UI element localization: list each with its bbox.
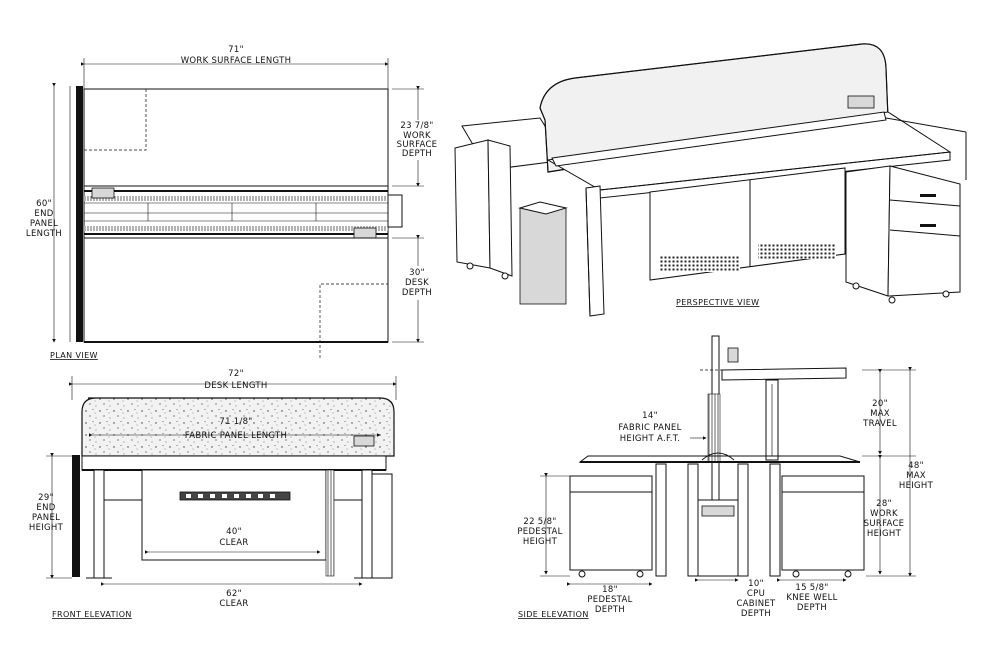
- perspective-view: PERSPECTIVE VIEW: [454, 43, 967, 317]
- cpu-depth-value: 10": [748, 579, 764, 589]
- perspective-view-title: PERSPECTIVE VIEW: [676, 298, 760, 307]
- front-elevation: 72" DESK LENGTH 71 1/8" FABRIC PANEL LEN…: [29, 369, 397, 619]
- side-elevation: 20" MAX TRAVEL 48" MAX HEIGHT 28" WORK S…: [517, 335, 934, 619]
- knee-depth-line1: KNEE WELL: [786, 593, 837, 603]
- plan-view: 71" WORK SURFACE LENGTH 60" END PANEL LE…: [26, 45, 437, 360]
- desk-depth-line2: DEPTH: [402, 288, 432, 298]
- fabric-length-label: FABRIC PANEL LENGTH: [185, 431, 287, 441]
- end-panel: [76, 86, 83, 342]
- end-height-line2: PANEL: [32, 513, 60, 523]
- fabric-length-value: 71 1/8": [219, 417, 252, 427]
- max-height-line1: MAX: [906, 471, 926, 481]
- fabric-height-line2: HEIGHT A.F.T.: [620, 434, 681, 444]
- desk-depth-value: 30": [409, 268, 425, 278]
- max-height-value: 48": [908, 461, 924, 471]
- side-elevation-title: SIDE ELEVATION: [518, 610, 589, 619]
- desk-length-value: 72": [228, 369, 244, 379]
- max-travel-line1: MAX: [870, 409, 890, 419]
- work-depth-line3: DEPTH: [402, 149, 432, 159]
- surface-height-line3: HEIGHT: [867, 529, 902, 539]
- work-depth-line1: WORK: [403, 131, 431, 141]
- pedestal-depth-line1: PEDESTAL: [587, 595, 632, 605]
- cpu-depth-line2: CABINET: [736, 599, 776, 609]
- desk-depth-line1: DESK: [405, 278, 429, 288]
- fabric-panel-front: [81, 397, 395, 457]
- pedestal-height-value: 22 5/8": [523, 517, 556, 527]
- cpu-depth-line1: CPU: [747, 589, 765, 599]
- plan-work-length-value: 71": [228, 45, 244, 55]
- lower-work-surface: [83, 237, 389, 343]
- end-height-line3: HEIGHT: [29, 523, 64, 533]
- end-panel-length-value: 60": [36, 199, 52, 209]
- front-elevation-title: FRONT ELEVATION: [52, 610, 132, 619]
- end-height-line1: END: [36, 503, 55, 513]
- pedestal-depth-line2: DEPTH: [595, 605, 625, 615]
- bottom-clear-value: 62": [226, 589, 242, 599]
- plan-view-title: PLAN VIEW: [50, 351, 98, 360]
- bottom-clear-label: CLEAR: [219, 599, 248, 609]
- surface-height-line1: WORK: [870, 509, 898, 519]
- fabric-height-value: 14": [642, 411, 658, 421]
- end-panel-length-line2: PANEL: [30, 219, 58, 229]
- pedestal-height-line1: PEDESTAL: [517, 527, 562, 537]
- end-height-value: 29": [38, 493, 54, 503]
- end-panel-length-line3: LENGTH: [26, 229, 62, 239]
- fabric-height-line1: FABRIC PANEL: [618, 423, 681, 433]
- surface-height-line2: SURFACE: [864, 519, 905, 529]
- knee-depth-value: 15 5/8": [795, 583, 828, 593]
- max-travel-line2: TRAVEL: [862, 419, 897, 429]
- max-travel-value: 20": [872, 399, 888, 409]
- upper-work-surface: [83, 88, 389, 187]
- max-height-line2: HEIGHT: [899, 481, 934, 491]
- work-depth-value: 23 7/8": [400, 121, 433, 131]
- pedestal-height-line2: HEIGHT: [523, 537, 558, 547]
- end-panel-length-line1: END: [34, 209, 53, 219]
- work-depth-line2: SURFACE: [397, 140, 438, 150]
- pedestal-depth-value: 18": [602, 585, 618, 595]
- inner-clear-value: 40": [226, 527, 242, 537]
- plan-work-length-label: WORK SURFACE LENGTH: [181, 56, 292, 66]
- surface-height-value: 28": [876, 499, 892, 509]
- cpu-depth-line3: DEPTH: [741, 609, 771, 619]
- inner-clear-label: CLEAR: [219, 538, 248, 548]
- desk-length-label: DESK LENGTH: [204, 381, 267, 391]
- knee-depth-line2: DEPTH: [797, 603, 827, 613]
